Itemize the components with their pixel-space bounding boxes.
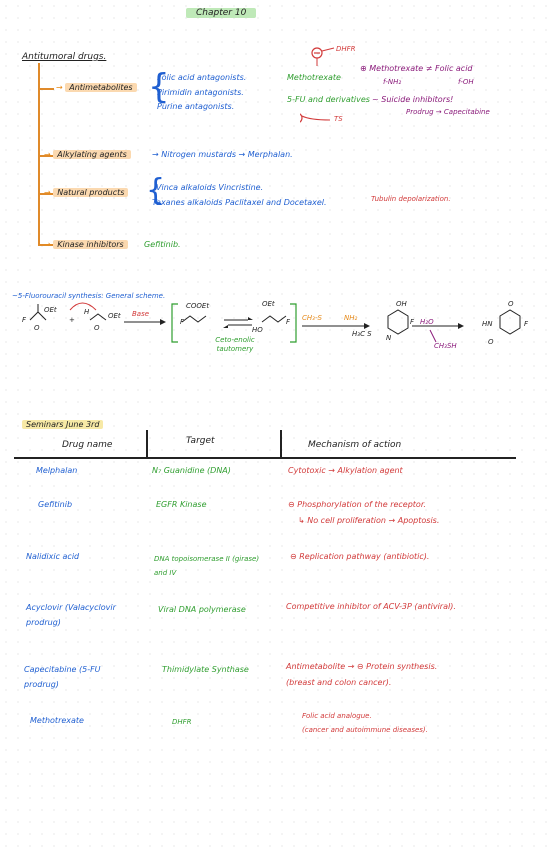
brace-natural: {	[146, 173, 166, 208]
o-atom-5fu: O	[508, 300, 514, 308]
row5-target: Thimidylate Synthase	[162, 665, 249, 674]
table-header-rule	[14, 457, 516, 459]
vinca-line: Vinca alkaloids Vincristine.	[156, 183, 264, 192]
row6-drug: Methotrexate	[30, 716, 84, 725]
reagent-right: NH₂	[344, 314, 358, 322]
row3-mech: ⊖ Replication pathway (antibiotic).	[290, 552, 430, 561]
row2-mech2: ↳ No cell proliferation → Apoptosis.	[298, 516, 440, 525]
h3cs-label: H₃C S	[352, 330, 372, 338]
oet-3: OEt	[262, 300, 275, 308]
purine-antagonists: Purine antagonists.	[157, 102, 235, 111]
prodrug-capecitabine: Prodrug → Capecitabine	[406, 108, 490, 116]
kinase-label: → Kinase inhibitors	[44, 240, 128, 249]
header-drug-name: Drug name	[62, 440, 113, 450]
row6-target: DHFR	[172, 718, 192, 726]
ho-label: HO	[252, 326, 263, 334]
nh2-label: f-NH₂	[383, 78, 402, 86]
f-atom-4: F	[410, 318, 415, 326]
heading-antitumoral: Antitumoral drugs.	[22, 52, 107, 62]
chapter-title: Chapter 10	[186, 8, 257, 18]
alkylating-label: → Alkylating agents	[44, 150, 131, 159]
seminar-heading: Seminars June 3rd	[22, 420, 104, 429]
header-target: Target	[186, 436, 215, 446]
keto-enolic-note: Ceto-enolic tautomery	[215, 336, 255, 353]
row4-mech: Competitive inhibitor of ACV-3P (antivir…	[286, 602, 456, 611]
f-atom-2: F	[180, 318, 185, 326]
n-atom-ring: N	[386, 334, 392, 342]
tubulin-note: Tubulin depolarization.	[371, 195, 451, 203]
antimetabolites-label: → Antimetabolites	[56, 83, 137, 92]
taxanes-line: Taxanes alkaloids Paclitaxel and Docetax…	[152, 198, 327, 207]
natural-label: → Natural products	[44, 188, 129, 197]
scheme-title: ~5-Fluorouracil synthesis: General schem…	[12, 292, 166, 300]
row6-mech2: (cancer and autoimmune diseases).	[302, 726, 428, 734]
row1-mech: Cytotoxic → Alkylation agent	[288, 466, 403, 475]
row5-mech: Antimetabolite → ⊖ Protein synthesis.	[286, 662, 438, 671]
synthesis-scheme	[29, 302, 521, 343]
row3-drug: Nalidixic acid	[26, 552, 80, 561]
base-label: Base	[132, 310, 150, 318]
alkylating-chain: → Nitrogen mustards → Merphalan.	[152, 150, 293, 159]
hn-atom: HN	[482, 320, 493, 328]
row2-mech: ⊖ Phosphorylation of the receptor.	[288, 500, 426, 509]
row1-drug: Melphalan	[36, 466, 78, 475]
tree-branch-4	[38, 244, 54, 246]
folic-antagonists: Folic acid antagonists.	[157, 73, 247, 82]
table-col-divider-2	[280, 430, 282, 458]
gefitinib-kinase: Gefitinib.	[144, 240, 181, 249]
h2o-label: H₂O	[420, 318, 434, 326]
oet-1: OEt	[44, 306, 57, 314]
o-atom-2: O	[94, 324, 100, 332]
row3-target: DNA topoisomerase II (girase) and IV	[154, 555, 260, 577]
inhibition-arrows	[300, 47, 335, 123]
coet-label: COOEt	[186, 302, 210, 310]
ts-label: TS	[334, 115, 343, 123]
methotrexate-neq-folic: ⊕ Methotrexate ≠ Folic acid	[360, 64, 473, 73]
row1-target: N₇ Guanidine (DNA)	[152, 466, 231, 475]
h-atom: H	[84, 308, 90, 316]
oh-label: f-OH	[458, 78, 474, 86]
row5-drug: Capecitabine (5-FU prodrug)	[24, 665, 101, 689]
o-atom-5fu-2: O	[488, 338, 494, 346]
oet-2: OEt	[108, 312, 121, 320]
tree-branch-1	[38, 88, 54, 90]
row4-drug: Acyclovir (Valacyclovir prodrug)	[26, 603, 116, 627]
suicide-inhibitors: ~ Suicide inhibitors!	[372, 95, 454, 104]
oh-label-ring: OH	[396, 300, 407, 308]
fu-derivatives: 5-FU and derivatives	[287, 95, 370, 104]
f-atom-3: F	[286, 318, 291, 326]
brace: {	[148, 67, 170, 107]
row5-mech2: (breast and colon cancer).	[286, 678, 392, 687]
row2-drug: Gefitinib	[38, 500, 73, 509]
header-mechanism: Mechanism of action	[308, 440, 402, 450]
dhfr-label: DHFR	[336, 45, 356, 53]
pirimidin-antagonists: Pirimidin antagonists.	[157, 88, 244, 97]
tree-trunk	[38, 63, 40, 245]
f-atom-1: F	[22, 316, 27, 324]
f-atom-5fu: F	[524, 320, 529, 328]
row2-target: EGFR Kinase	[156, 500, 207, 509]
o-atom-1: O	[34, 324, 40, 332]
table-col-divider-1	[146, 430, 148, 458]
tree-branch-3	[38, 193, 54, 195]
tree-branch-2	[38, 155, 54, 157]
reagent-left: CH₃-S	[302, 314, 322, 322]
row4-target: Viral DNA polymerase	[158, 605, 246, 614]
ch3sh-label: CH₃SH	[434, 342, 457, 350]
row6-mech: Folic acid analogue.	[302, 712, 372, 720]
methotrexate: Methotrexate	[287, 73, 341, 82]
plus-sign: +	[69, 316, 75, 324]
